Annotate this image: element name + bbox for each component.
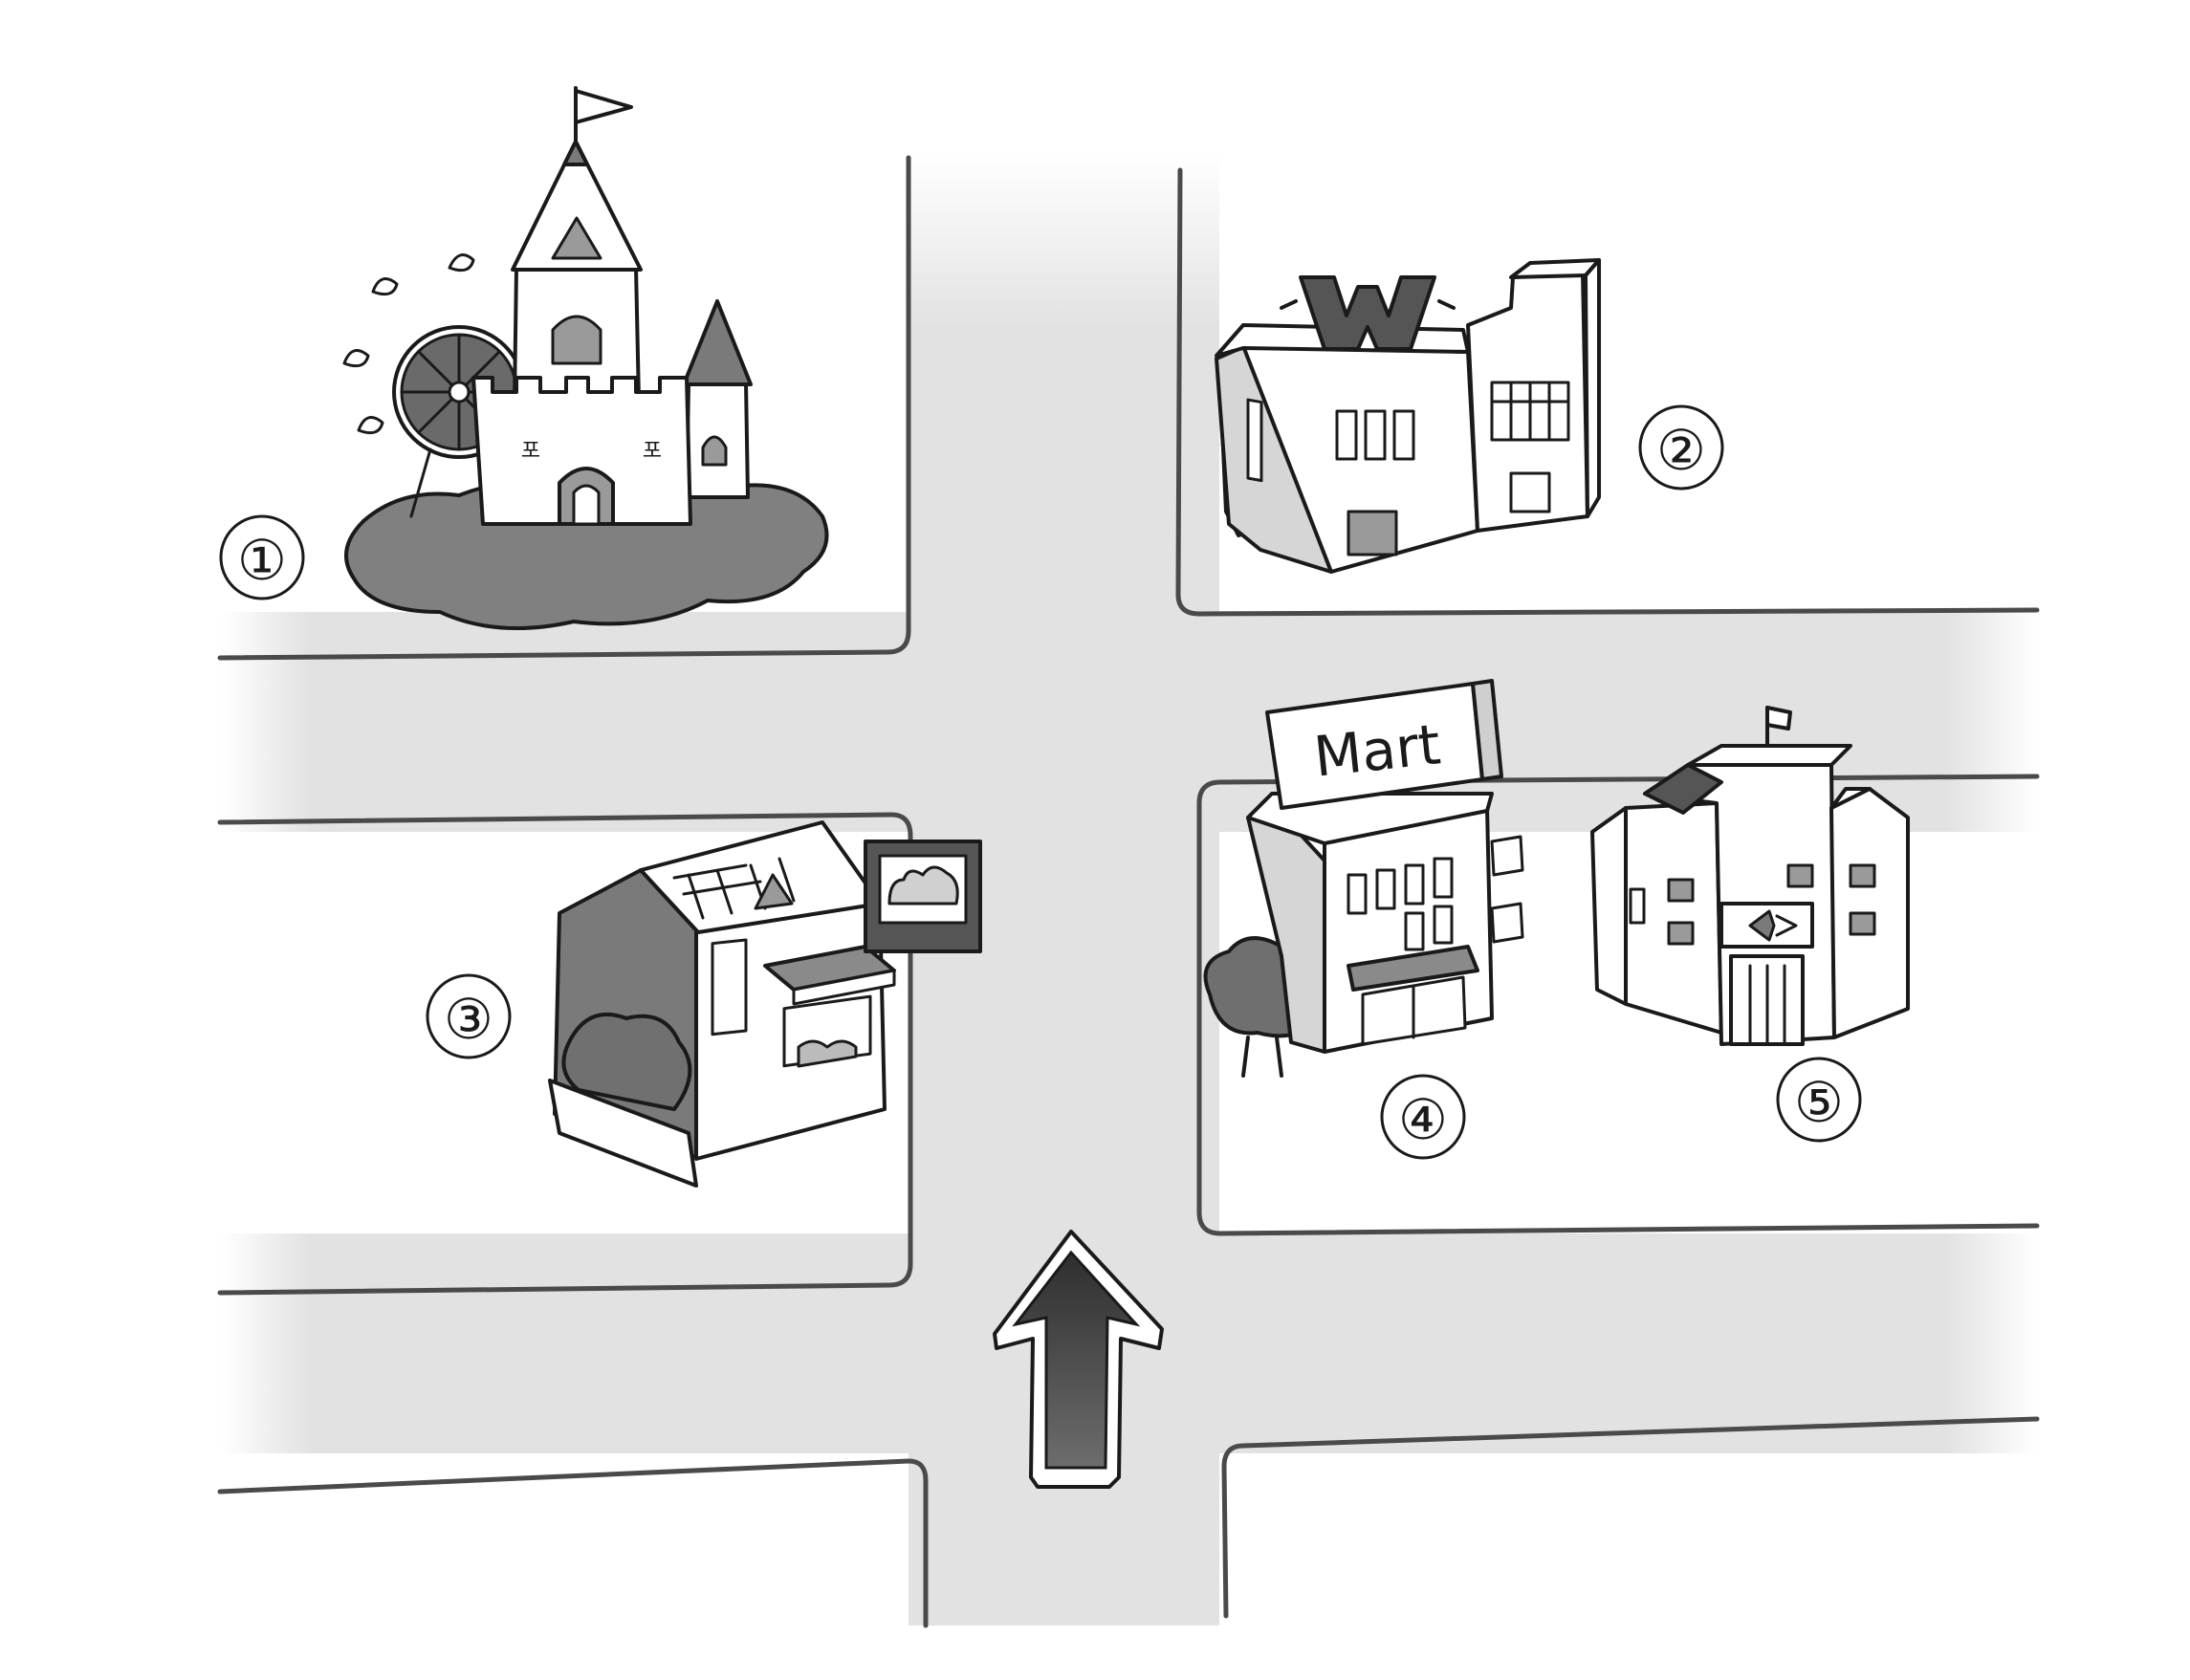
lower-horizontal-road [220, 1233, 2037, 1453]
marker-2: ② [1638, 404, 1724, 491]
mart-sign-text: Mart [1311, 711, 1444, 789]
marker-3: ③ [426, 973, 512, 1059]
block-top-right-edge [1175, 167, 2040, 617]
block-mid-right-edge [1196, 774, 2040, 1236]
up-arrow-icon [993, 1230, 1164, 1489]
bakery-icon [548, 820, 982, 1188]
mart-icon: Mart [1203, 679, 1524, 1078]
block-bottom-right-edge [1221, 1416, 2040, 1619]
building-icon [1215, 258, 1601, 574]
marker-5-label: ⑤ [1794, 1070, 1844, 1135]
castle-sign-left: 포 [521, 440, 540, 464]
marker-3-label: ③ [444, 987, 493, 1052]
marker-5: ⑤ [1776, 1057, 1862, 1143]
marker-2-label: ② [1656, 418, 1706, 483]
marker-1-label: ① [237, 528, 287, 593]
marker-1: ① [219, 514, 305, 600]
block-top-left-edge [217, 155, 911, 661]
blocks [217, 155, 2040, 1628]
marker-4-label: ④ [1398, 1087, 1448, 1152]
block-mid-left-edge [217, 812, 913, 1296]
marker-4: ④ [1380, 1074, 1466, 1160]
castle-sign-right: 포 [643, 440, 662, 464]
block-bottom-left-edge [217, 1458, 929, 1628]
castle-icon: 포 포 [342, 86, 829, 631]
roads [220, 153, 2037, 1625]
school-icon [1590, 706, 1910, 1046]
